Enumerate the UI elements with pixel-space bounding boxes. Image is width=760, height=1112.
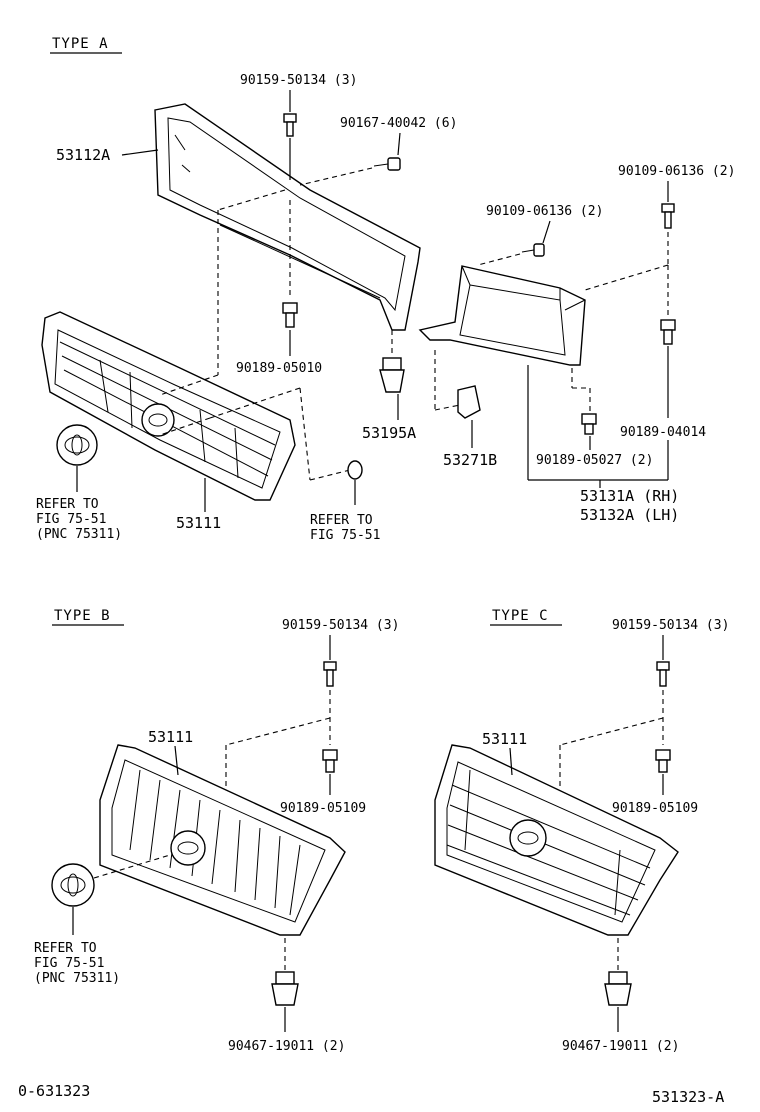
clip-icon: [282, 302, 298, 328]
label-refer1-l2: FIG 75-51: [36, 512, 106, 527]
label-clip-left: 90189-05010: [236, 361, 322, 376]
label-retainer-c: 90467-19011 (2): [562, 1039, 679, 1054]
bolt-icon: [521, 243, 545, 257]
type-a-header: TYPE A: [52, 36, 109, 52]
label-bracket-lh: 53132A (LH): [580, 506, 679, 524]
bolt-icon: [283, 113, 297, 137]
bolt-icon: [323, 661, 337, 687]
label-screw: 90167-40042 (6): [340, 116, 457, 131]
label-bracket-clip: 53271B: [443, 451, 497, 469]
grille-type-b: [99, 744, 346, 936]
emblem-icon: [51, 863, 95, 907]
grille-type-c: [434, 744, 679, 936]
type-c-header: TYPE C: [492, 608, 549, 624]
bracket-clip-icon: [457, 385, 481, 419]
label-clip-right: 90189-04014: [620, 425, 706, 440]
upper-frame-53112a: [154, 103, 421, 331]
bolt-icon: [661, 203, 675, 229]
footer-right-code: 531323-A: [652, 1088, 724, 1106]
label-refer-b-l3: (PNC 75311): [34, 971, 120, 986]
clip-icon: [322, 749, 338, 773]
label-refer2-l1: REFER TO: [310, 513, 373, 528]
screw-icon: [373, 157, 401, 171]
emblem-icon: [56, 424, 98, 466]
label-retainer-a: 53195A: [362, 424, 416, 442]
label-bolt-right-top: 90109-06136 (2): [618, 164, 735, 179]
clip-icon: [655, 749, 671, 773]
label-grille-c: 53111: [482, 730, 527, 748]
label-refer1-l1: REFER TO: [36, 497, 99, 512]
retainer-icon: [271, 971, 299, 1006]
clip-icon: [660, 319, 676, 345]
type-b-header: TYPE B: [54, 608, 111, 624]
label-refer1-l3: (PNC 75311): [36, 527, 122, 542]
footer-left-code: 0-631323: [18, 1082, 90, 1100]
label-refer2-l2: FIG 75-51: [310, 528, 380, 543]
label-bolt-bracket: 90109-06136 (2): [486, 204, 603, 219]
label-grille-b: 53111: [148, 728, 193, 746]
small-emblem-icon: [347, 460, 363, 480]
grille-type-a: [41, 311, 296, 501]
label-bracket-rh: 53131A (RH): [580, 487, 679, 505]
label-bolt-top-b: 90159-50134 (3): [282, 618, 399, 633]
label-refer-b-l2: FIG 75-51: [34, 956, 104, 971]
label-clip-mid: 90189-05027 (2): [536, 453, 653, 468]
label-retainer-b: 90467-19011 (2): [228, 1039, 345, 1054]
bolt-icon: [656, 661, 670, 687]
label-bolt-top-a: 90159-50134 (3): [240, 73, 357, 88]
retainer-icon: [604, 971, 632, 1006]
label-clip-c: 90189-05109: [612, 801, 698, 816]
label-refer-b-l1: REFER TO: [34, 941, 97, 956]
headlamp-bracket: [418, 265, 586, 366]
clip-icon: [581, 413, 597, 435]
retainer-icon: [379, 357, 405, 393]
label-bolt-top-c: 90159-50134 (3): [612, 618, 729, 633]
label-frame: 53112A: [56, 146, 110, 164]
label-grille-a: 53111: [176, 514, 221, 532]
label-clip-b: 90189-05109: [280, 801, 366, 816]
